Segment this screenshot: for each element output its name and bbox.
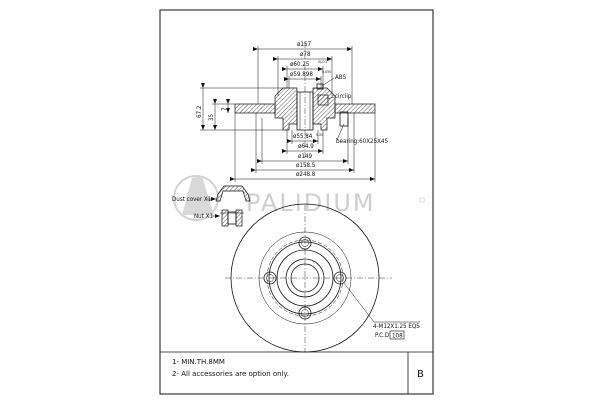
bolt-hole-icon	[333, 271, 347, 285]
note-accessories: 2- All accessories are option only.	[172, 370, 289, 378]
brand-watermark: PALIDIUM	[173, 175, 425, 221]
accessories: Dust cover X1 Nut X1	[172, 185, 251, 227]
pcd-circle	[266, 239, 344, 317]
callout-circlip: circlip	[335, 93, 352, 100]
registered-mark-icon	[419, 197, 425, 203]
dim-158: ø158.5	[296, 162, 316, 169]
dim-67: 67.2	[196, 106, 203, 118]
dim-59: ø59.898	[290, 71, 313, 78]
dim-35: 35	[208, 113, 215, 121]
callout-pcd-label: P.C.D	[375, 332, 389, 339]
bearing-bore	[296, 91, 314, 131]
bolt-hole-top	[298, 236, 312, 250]
callout-pcd-value: 108	[392, 333, 403, 340]
hub-flange-inner	[276, 249, 334, 307]
dim-157: ø157	[297, 41, 311, 48]
dim-78: ø78	[300, 51, 311, 58]
nut-label: Nut X1	[194, 213, 213, 220]
disc-outer-edge	[230, 203, 380, 353]
bolt-pattern-leader	[343, 282, 375, 323]
bolt-hole-bottom	[298, 306, 312, 320]
center-bore-inner	[290, 263, 320, 293]
dim-60-tolerance: 0/-0.1	[318, 60, 327, 64]
disc-plate-left	[234, 103, 276, 114]
brand-watermark-text: PALIDIUM	[246, 189, 376, 217]
dust-cover-label: Dust cover X1	[172, 196, 212, 203]
center-bore-outer	[285, 258, 325, 298]
front-view: 4-M12X1.25 EQS P.C.D 108	[225, 203, 420, 353]
leader-abs	[321, 77, 335, 87]
callout-abs: ABS	[335, 74, 347, 81]
sheet-frame	[159, 9, 434, 395]
callout-bearing: bearing:60X25X45	[336, 138, 388, 145]
hub-body-right	[312, 87, 336, 131]
hub-body-left	[274, 87, 298, 131]
section-view: ø157 ø78 ø60.25 0/-0.1 ø59.898 0.050 ø55…	[196, 41, 388, 182]
pcd-value-box	[389, 330, 405, 340]
nut-part-icon	[220, 209, 244, 227]
friction-ring-inner	[258, 231, 352, 325]
callout-bolt-pattern: 4-M12X1.25 EQS	[373, 323, 420, 330]
dim-248: ø248.8	[296, 171, 316, 178]
hub-flange-outer	[268, 241, 342, 315]
bolt-hole-left	[263, 271, 277, 285]
circlip-block	[317, 94, 329, 106]
bolt-hole-icon	[298, 306, 312, 320]
sheet-label: B	[417, 369, 424, 380]
dim-55: ø55.84	[293, 133, 313, 140]
bolt-hole-icon	[263, 271, 277, 285]
dust-cover-part-icon	[215, 185, 251, 202]
dim-59-tolerance: 0.050	[322, 70, 331, 74]
dim-149: ø149	[298, 153, 312, 160]
bolt-hole-right	[333, 271, 347, 285]
bearing-seat-right	[339, 111, 349, 127]
dim-7: 7	[221, 107, 228, 111]
bolt-hole-icon	[298, 236, 312, 250]
brand-logo-flame-icon	[182, 176, 214, 215]
dim-64: ø64.9	[298, 143, 314, 150]
note-min-thickness: 1- MIN.TH.8MM	[172, 358, 225, 366]
dim-55-tolerance: 0.05	[316, 133, 323, 137]
leader-bearing	[336, 123, 345, 141]
leader-circlip	[326, 96, 335, 100]
dim-60: ø60.25	[290, 61, 310, 68]
